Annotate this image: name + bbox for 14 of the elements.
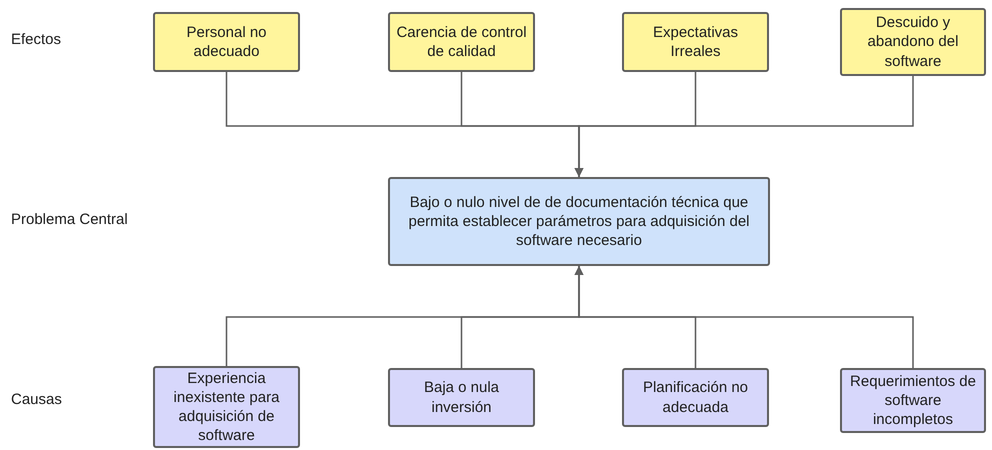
effect-box: Expectativas Irreales: [622, 12, 769, 72]
effect-box: Descuido y abandono del software: [840, 8, 986, 76]
row-label: Causas: [11, 391, 62, 408]
effect-box: Personal no adecuado: [153, 12, 300, 72]
row-label: Efectos: [11, 31, 62, 48]
effect-box: Carencia de control de calidad: [388, 12, 535, 72]
cause-box: Experiencia inexistente para adquisición de software: [153, 366, 300, 448]
connector-arrow: [574, 76, 914, 177]
row-label: Problema Central: [11, 211, 128, 228]
cause-box: Planificación no adecuada: [622, 368, 769, 427]
problem-box: Bajo o nulo nivel de de documentación técnica que permita establecer parámetros para adquisición del software necesario: [388, 177, 770, 266]
cause-box: Baja o nula inversión: [388, 368, 535, 427]
connector-arrow: [574, 266, 914, 368]
cause-box: Requerimientos de software incompletos: [840, 368, 986, 433]
